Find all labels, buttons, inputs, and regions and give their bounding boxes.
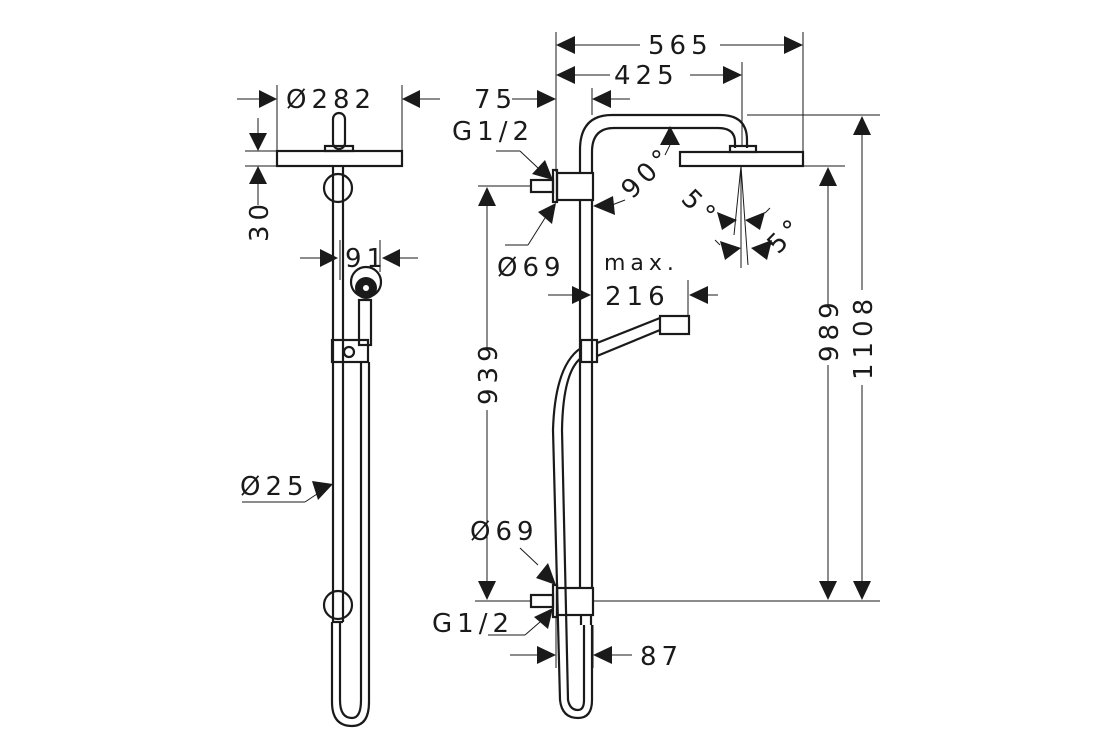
dim-label: 989 <box>815 297 845 362</box>
dim-arm-reach: 425 <box>556 61 742 91</box>
dim-label: 91 <box>345 244 388 274</box>
hand-shower-front <box>551 314 691 720</box>
dim-label: 565 <box>648 31 713 61</box>
rail-rod-side <box>322 166 354 624</box>
dim-head-diameter: Ø282 <box>237 85 440 150</box>
dim-label: Ø282 <box>286 85 376 115</box>
dim-label: Ø69 <box>497 253 566 283</box>
dim-inlet-height: 939 <box>474 187 504 600</box>
dim-head-height: 30 <box>245 118 277 242</box>
front-view: 565 425 75 G1/2 Ø6 <box>432 31 880 720</box>
dim-hand-shower-width: 91 <box>300 240 418 280</box>
dim-label: Ø25 <box>240 472 309 502</box>
extension-lines <box>475 32 880 668</box>
dim-label: 1108 <box>849 294 879 380</box>
rail-rod-front <box>578 200 594 625</box>
dim-label: 30 <box>245 199 275 242</box>
dim-inlet-top: G1/2 <box>452 117 553 180</box>
dim-label: 75 <box>474 85 517 115</box>
dim-escutcheon-bottom: Ø69 <box>470 517 556 585</box>
dim-rod-diameter: Ø25 <box>240 472 333 503</box>
dim-label: Ø69 <box>470 517 539 547</box>
dim-wall-offset: 75 <box>474 85 630 115</box>
dim-inlet-bottom: G1/2 <box>432 608 553 639</box>
lower-wall-connector <box>529 583 595 619</box>
dim-total-height: 1108 <box>849 116 879 600</box>
dim-head-height: 989 <box>815 167 845 600</box>
dim-total-width: 565 <box>556 31 803 61</box>
dim-hand-arm-reach: max. 216 <box>548 251 718 312</box>
dim-label: G1/2 <box>452 117 534 147</box>
dim-label: 90° <box>616 141 680 205</box>
dim-label: 5° <box>675 184 724 233</box>
dim-escutcheon-top: Ø69 <box>497 203 566 283</box>
dim-label: 425 <box>614 61 679 91</box>
dim-label: 216 <box>605 282 670 312</box>
dim-label: G1/2 <box>432 609 514 639</box>
dim-label: 87 <box>640 642 683 672</box>
overhead-arm <box>578 113 805 268</box>
dim-label: 939 <box>474 340 504 405</box>
dim-arm-angle: 90° <box>593 126 680 215</box>
shower-head-side <box>275 111 404 168</box>
dim-label: max. <box>604 251 679 276</box>
dim-label: 5° <box>762 211 811 260</box>
hand-shower-side <box>330 265 383 728</box>
dim-bottom-offset: 87 <box>510 642 683 672</box>
side-view: Ø282 30 91 Ø25 <box>237 85 440 728</box>
